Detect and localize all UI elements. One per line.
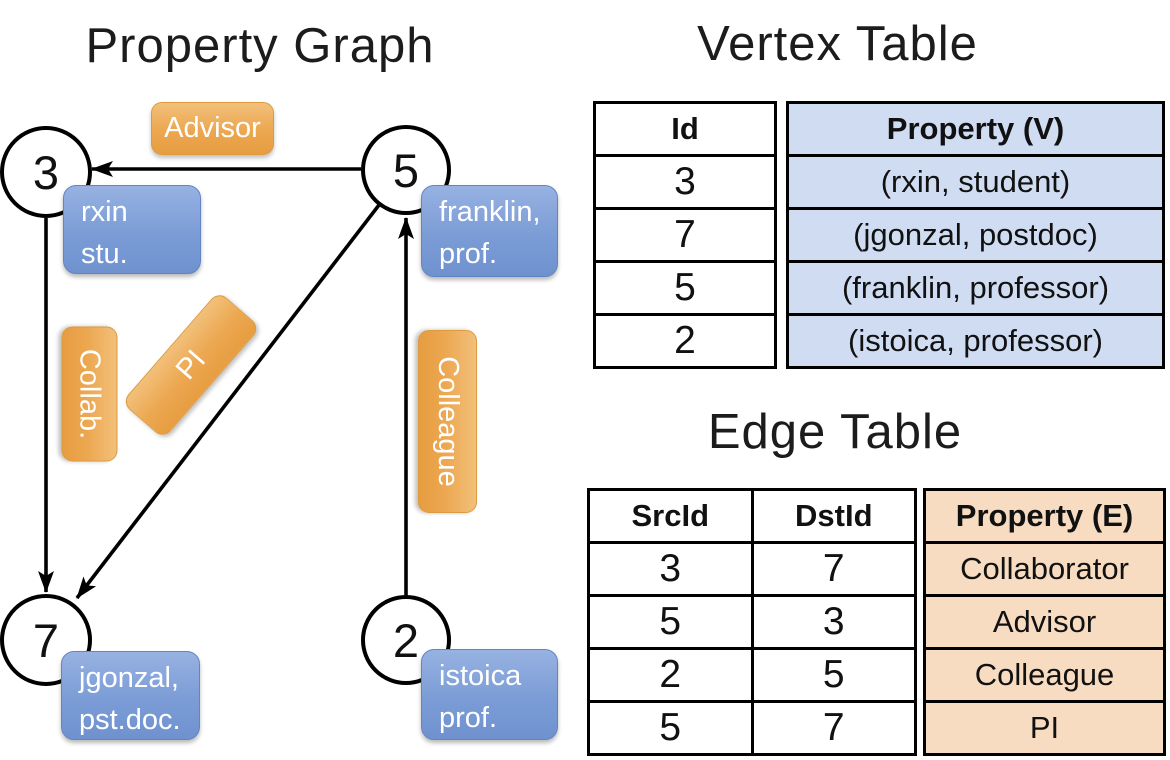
node-2-property-box: istoica prof. — [421, 649, 558, 740]
vertex-row-id: 2 — [674, 319, 696, 362]
edge-property-header: Property (E) — [955, 498, 1134, 533]
edge-label-collab: Collab. — [61, 326, 118, 462]
edge-row-property: Colleague — [974, 657, 1115, 692]
edge-srcid-header: SrcId — [590, 491, 754, 541]
node-5-property-box: franklin, prof. — [421, 185, 558, 277]
edge-row-dst: 3 — [822, 600, 845, 643]
edge-row-property: PI — [1029, 710, 1060, 745]
edge-table-id-columns: SrcId DstId 3 7 5 3 2 5 5 7 — [587, 488, 917, 756]
edge-label-colleague: Colleague — [418, 330, 477, 513]
property-line: prof. — [439, 238, 498, 270]
node-id-label: 2 — [392, 613, 420, 667]
vertex-row-property: (rxin, student) — [880, 164, 1071, 199]
node-id-label: 7 — [32, 613, 60, 667]
edge-row-property: Advisor — [992, 604, 1097, 639]
edge-table-property-column: Property (E) Collaborator Advisor Collea… — [923, 488, 1166, 756]
graph-node-3: 3 — [0, 126, 92, 218]
property-line: rxin — [81, 196, 128, 228]
edge-row-src: 5 — [590, 597, 754, 647]
vertex-id-header: Id — [671, 111, 699, 146]
edge-row-src: 5 — [590, 703, 754, 753]
edge-label-pi: PI — [121, 290, 261, 440]
node-id-label: 5 — [392, 143, 420, 197]
vertex-row-id: 5 — [674, 266, 696, 309]
edge-row-property: Collaborator — [960, 551, 1129, 586]
edge-row-src: 2 — [590, 650, 754, 700]
property-line: istoica — [439, 660, 522, 692]
vertex-table-title: Vertex Table — [697, 17, 978, 71]
vertex-table-property-column: Property (V) (rxin, student) (jgonzal, p… — [786, 101, 1165, 369]
vertex-row-property: (franklin, professor) — [841, 270, 1110, 305]
vertex-property-header: Property (V) — [886, 111, 1065, 146]
property-line: stu. — [81, 238, 128, 270]
edge-row-src: 3 — [590, 544, 754, 594]
graph-node-5: 5 — [361, 125, 451, 215]
node-7-property-box: jgonzal, pst.doc. — [61, 651, 200, 740]
vertex-table-id-column: Id 3 7 5 2 — [593, 101, 777, 369]
edge-dstid-header: DstId — [795, 498, 873, 533]
edge-table-title: Edge Table — [707, 405, 963, 459]
edge-label-advisor: Advisor — [151, 102, 274, 155]
property-line: jgonzal, — [79, 662, 179, 694]
node-3-property-box: rxin stu. — [63, 185, 201, 274]
property-line: franklin, — [439, 196, 541, 228]
property-graph-title: Property Graph — [85, 19, 435, 73]
edge-row-dst: 7 — [822, 706, 845, 749]
vertex-row-id: 3 — [674, 160, 696, 203]
property-line: pst.doc. — [79, 704, 181, 736]
vertex-row-id: 7 — [674, 213, 696, 256]
vertex-row-property: (istoica, professor) — [848, 323, 1103, 358]
node-id-label: 3 — [32, 145, 60, 199]
property-line: prof. — [439, 702, 498, 734]
edge-row-dst: 7 — [822, 547, 845, 590]
vertex-row-property: (jgonzal, postdoc) — [853, 217, 1098, 252]
edge-row-dst: 5 — [822, 653, 845, 696]
